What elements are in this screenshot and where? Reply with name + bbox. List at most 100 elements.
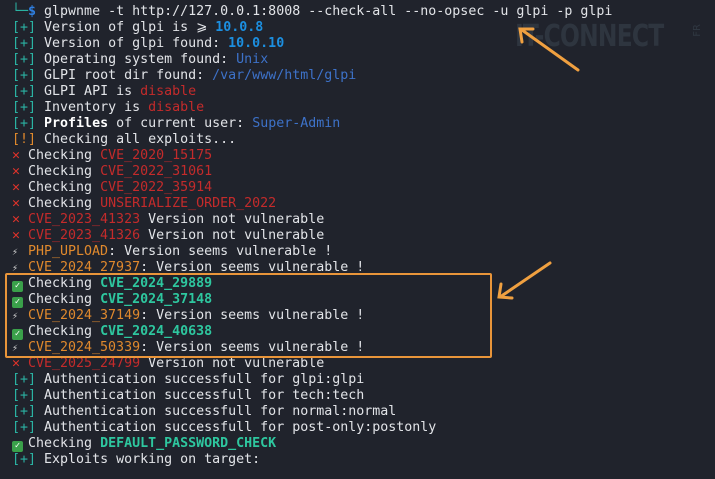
output-line: [+] Version of glpi is ⩾ 10.0.8 [12,20,612,36]
lightning-icon: ⚡ [12,263,19,274]
output-text: Checking [28,196,101,211]
output-line: [+] GLPI root dir found: /var/www/html/g… [12,68,612,84]
output-text: [+] [12,388,45,403]
output-text: CVE_2022_35914 [100,180,213,195]
output-text: Version not vulnerable [140,356,325,371]
output-text: CVE_2024_29889 [100,276,213,291]
output-line: [+] Authentication successfull for glpi:… [12,372,612,388]
cross-icon: ✕ [12,228,21,243]
cross-icon: ✕ [12,180,21,195]
output-text: 10.0.8 [215,20,264,35]
output-text: Version not vulnerable [140,212,325,227]
output-text: [+] [12,100,45,115]
output-text: /var/www/html/glpi [212,68,357,83]
output-line: ✕ Checking UNSERIALIZE_ORDER_2022 [12,196,612,212]
cross-icon: ✕ [12,212,21,227]
output-text: Authentication successfull for normal:no… [44,404,397,419]
output-text: Checking [28,276,101,291]
output-text: Super-Admin [252,116,341,131]
lightning-icon: ⚡ [12,311,19,322]
output-text: CVE_2024_50339 [28,340,141,355]
output-text: 10.0.10 [228,36,285,51]
output-text: PHP_UPLOAD [28,244,109,259]
output-line: ✓Checking CVE_2024_40638 [12,324,612,340]
output-text: CVE_2023_41323 [28,212,141,227]
terminal-output[interactable]: └─$ glpwnme -t http://127.0.0.1:8008 --c… [12,4,612,468]
output-text: CVE_2024_40638 [100,324,213,339]
output-text: CVE_2025_24799 [28,356,141,371]
output-line: ⚡PHP_UPLOAD: Version seems vulnerable ! [12,244,612,260]
output-line: ✓Checking CVE_2024_37148 [12,292,612,308]
output-line: ✕ CVE_2023_41323 Version not vulnerable [12,212,612,228]
output-text: GLPI root dir found: [44,68,213,83]
output-text: $ [28,4,45,19]
output-text: glpwnme -t http://127.0.0.1:8008 --check… [44,4,613,19]
output-text: CVE_2022_31061 [100,164,213,179]
output-line: [+] Exploits working on target: [12,452,612,468]
output-text: UNSERIALIZE_ORDER_2022 [100,196,277,211]
output-text: [+] [12,404,45,419]
output-line: [+] Authentication successfull for tech:… [12,388,612,404]
output-line: ✕ Checking CVE_2022_31061 [12,164,612,180]
output-text: Operating system found: [44,52,237,67]
output-text: Profiles [44,116,109,131]
output-line: [!] Checking all exploits... [12,132,612,148]
output-text: [+] [12,116,45,131]
output-line: ✕ Checking CVE_2020_15175 [12,148,612,164]
output-text: Authentication successfull for post-only… [44,420,437,435]
arrow-icon [518,27,580,72]
output-text: Checking [28,164,101,179]
output-text: disable [148,100,205,115]
output-text: GLPI API is [44,84,141,99]
highlight-box [5,273,492,358]
output-text: Checking [28,292,101,307]
output-text: Authentication successfull for tech:tech [44,388,365,403]
output-text: Version not vulnerable [140,228,325,243]
output-line: [+] Operating system found: Unix [12,52,612,68]
output-text: [+] [12,20,45,35]
output-text: Version of glpi found: [44,36,229,51]
output-text: Exploits working on target: [44,452,261,467]
output-line: ✕ Checking CVE_2022_35914 [12,180,612,196]
lightning-icon: ⚡ [12,343,19,354]
output-text: Authentication successfull for glpi:glpi [44,372,365,387]
output-text: : Version seems vulnerable ! [140,308,365,323]
output-text: CVE_2024_37148 [100,292,213,307]
output-line: ⚡ CVE_2024_50339: Version seems vulnerabl… [12,340,612,356]
cross-icon: ✕ [12,164,21,179]
output-text: CVE_2020_15175 [100,148,213,163]
output-line: ✕ CVE_2025_24799 Version not vulnerable [12,356,612,372]
output-line: [+] GLPI API is disable [12,84,612,100]
output-text: [+] [12,52,45,67]
output-text: DEFAULT_PASSWORD_CHECK [100,436,277,451]
output-text: [+] [12,452,45,467]
cross-icon: ✕ [12,356,21,371]
check-icon: ✓ [12,436,28,452]
arrow-icon [497,261,552,300]
output-text: : Version seems vulnerable ! [140,260,365,275]
output-text: [+] [12,84,45,99]
cross-icon: ✕ [12,196,21,211]
output-text: Checking all exploits... [44,132,237,147]
output-text: Checking [28,148,101,163]
cross-icon: ✕ [12,148,21,163]
output-line: [+] Version of glpi found: 10.0.10 [12,36,612,52]
output-text: CVE_2024_27937 [28,260,141,275]
output-text: CVE_2024_37149 [28,308,141,323]
output-text: : Version seems vulnerable ! [140,340,365,355]
output-text: Version of glpi is ⩾ [44,20,216,35]
check-icon: ✓ [12,276,28,292]
output-line: ✓Checking CVE_2024_29889 [12,276,612,292]
output-line: [+] Inventory is disable [12,100,612,116]
output-line: ✓Checking DEFAULT_PASSWORD_CHECK [12,436,612,452]
output-text: [!] [12,132,45,147]
output-text: Checking [28,180,101,195]
output-text: : Version seems vulnerable ! [108,244,333,259]
output-text: [+] [12,372,45,387]
output-text: Checking [28,436,101,451]
output-text: [+] [12,68,45,83]
output-text: Inventory is [44,100,149,115]
output-line: [+] Profiles of current user: Super-Admi… [12,116,612,132]
output-line: ⚡ CVE_2024_37149: Version seems vulnerabl… [12,308,612,324]
